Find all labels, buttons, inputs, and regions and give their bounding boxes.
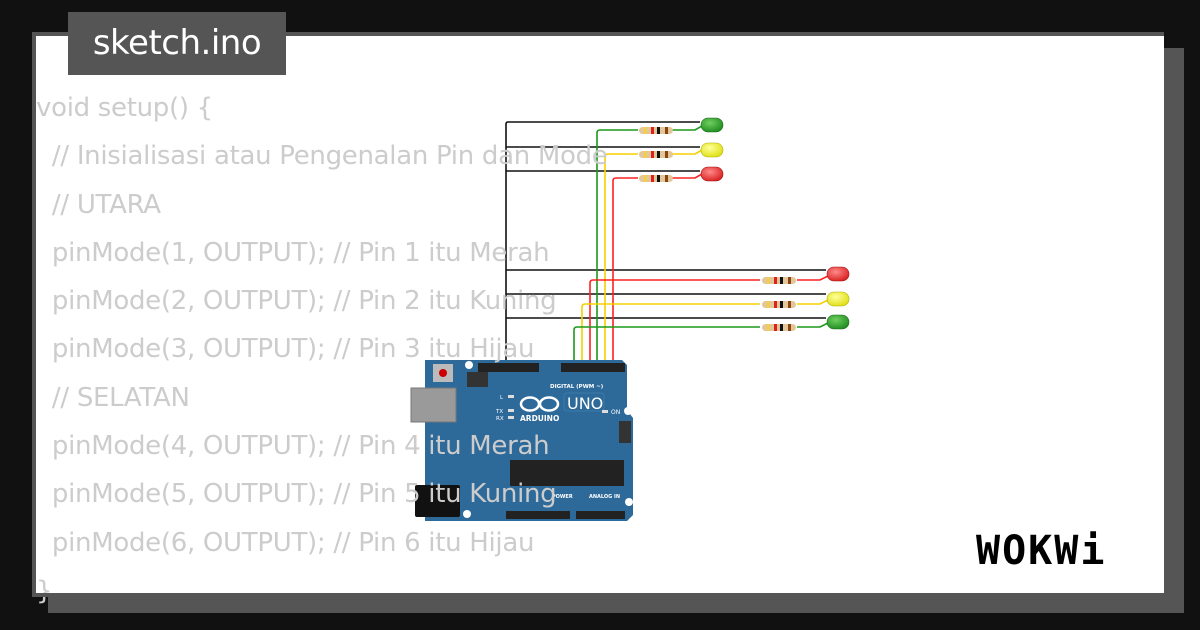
file-tab: sketch.ino (68, 12, 286, 75)
resistor (762, 324, 796, 331)
code-line: } (36, 575, 53, 606)
analog-header (576, 511, 625, 519)
card-bottom-corner (32, 593, 48, 597)
rx-led-label: RX (496, 416, 504, 422)
wire-green-bottom (573, 322, 829, 366)
code-line: pinMode(3, OUTPUT); // Pin 3 itu Hijau (36, 334, 535, 365)
icsp-header (467, 372, 488, 387)
board-brand: ARDUINO (520, 414, 559, 423)
power-header (506, 511, 570, 519)
wire-yellow-bottom (581, 299, 829, 366)
arduino-uno-board: ARDUINO UNO DIGITAL (PWM ~) POWER ANALOG… (410, 360, 633, 521)
resistor (762, 301, 796, 308)
reset-button (439, 369, 447, 377)
board-model: UNO (567, 394, 603, 413)
digital-header-right (561, 363, 625, 372)
code-line: // Inisialisasi atau Pengenalan Pin dan … (36, 141, 608, 172)
led-yellow-top (700, 142, 724, 158)
code-line: // SELATAN (36, 382, 190, 413)
led-green-bottom (826, 314, 850, 330)
led-yellow-bottom (826, 291, 850, 307)
power-label: POWER (552, 494, 573, 500)
arduino-logo-icon (519, 396, 560, 412)
code-preview: void setup() { // Inisialisasi atau Peng… (36, 84, 608, 615)
wire-red-bottom (589, 275, 829, 366)
mount-hole (465, 361, 473, 369)
led-red-bottom (826, 266, 850, 282)
gnd-wire (505, 121, 700, 366)
tx-led-label: TX (495, 409, 503, 415)
code-line: pinMode(2, OUTPUT); // Pin 2 itu Kuning (36, 286, 557, 317)
led-red-top (700, 166, 724, 182)
analog-label: ANALOG IN (589, 494, 620, 500)
digital-label: DIGITAL (PWM ~) (550, 384, 604, 390)
code-line: void setup() { (36, 93, 213, 123)
code-line: pinMode(6, OUTPUT); // Pin 6 itu Hijau (36, 527, 535, 558)
resistor (639, 175, 673, 182)
resistor (762, 277, 796, 284)
resistor (639, 151, 673, 158)
tx-led (508, 409, 514, 412)
on-led (602, 410, 608, 413)
mount-hole (624, 407, 632, 415)
digital-header-left (478, 363, 539, 372)
wire-yellow-top (604, 149, 703, 366)
l-led (508, 395, 514, 398)
microcontroller-chip (510, 460, 624, 486)
led-green-top (700, 117, 724, 133)
code-line: // UTARA (36, 189, 161, 220)
gnd-wires (505, 121, 826, 366)
mount-hole (463, 510, 471, 518)
rx-led (508, 416, 514, 419)
code-line: pinMode(4, OUTPUT); // Pin 4 itu Merah (36, 431, 550, 462)
wokwi-logo: WOKWi (976, 528, 1107, 574)
resistor (639, 127, 673, 134)
usb-port (410, 387, 457, 423)
power-jack (415, 485, 460, 517)
icsp-header-2 (619, 421, 631, 443)
card-bottom-edge (36, 593, 1164, 597)
code-line: pinMode(1, OUTPUT); // Pin 1 itu Merah (36, 237, 550, 268)
l-led-label: L (500, 395, 504, 401)
wire-green-top (596, 125, 703, 366)
wire-red-top (612, 173, 703, 366)
code-line: pinMode(5, OUTPUT); // Pin 5 itu Kuning (36, 479, 557, 510)
mount-hole (625, 498, 633, 506)
uno-label-box (563, 392, 605, 412)
on-label: ON (611, 409, 620, 416)
